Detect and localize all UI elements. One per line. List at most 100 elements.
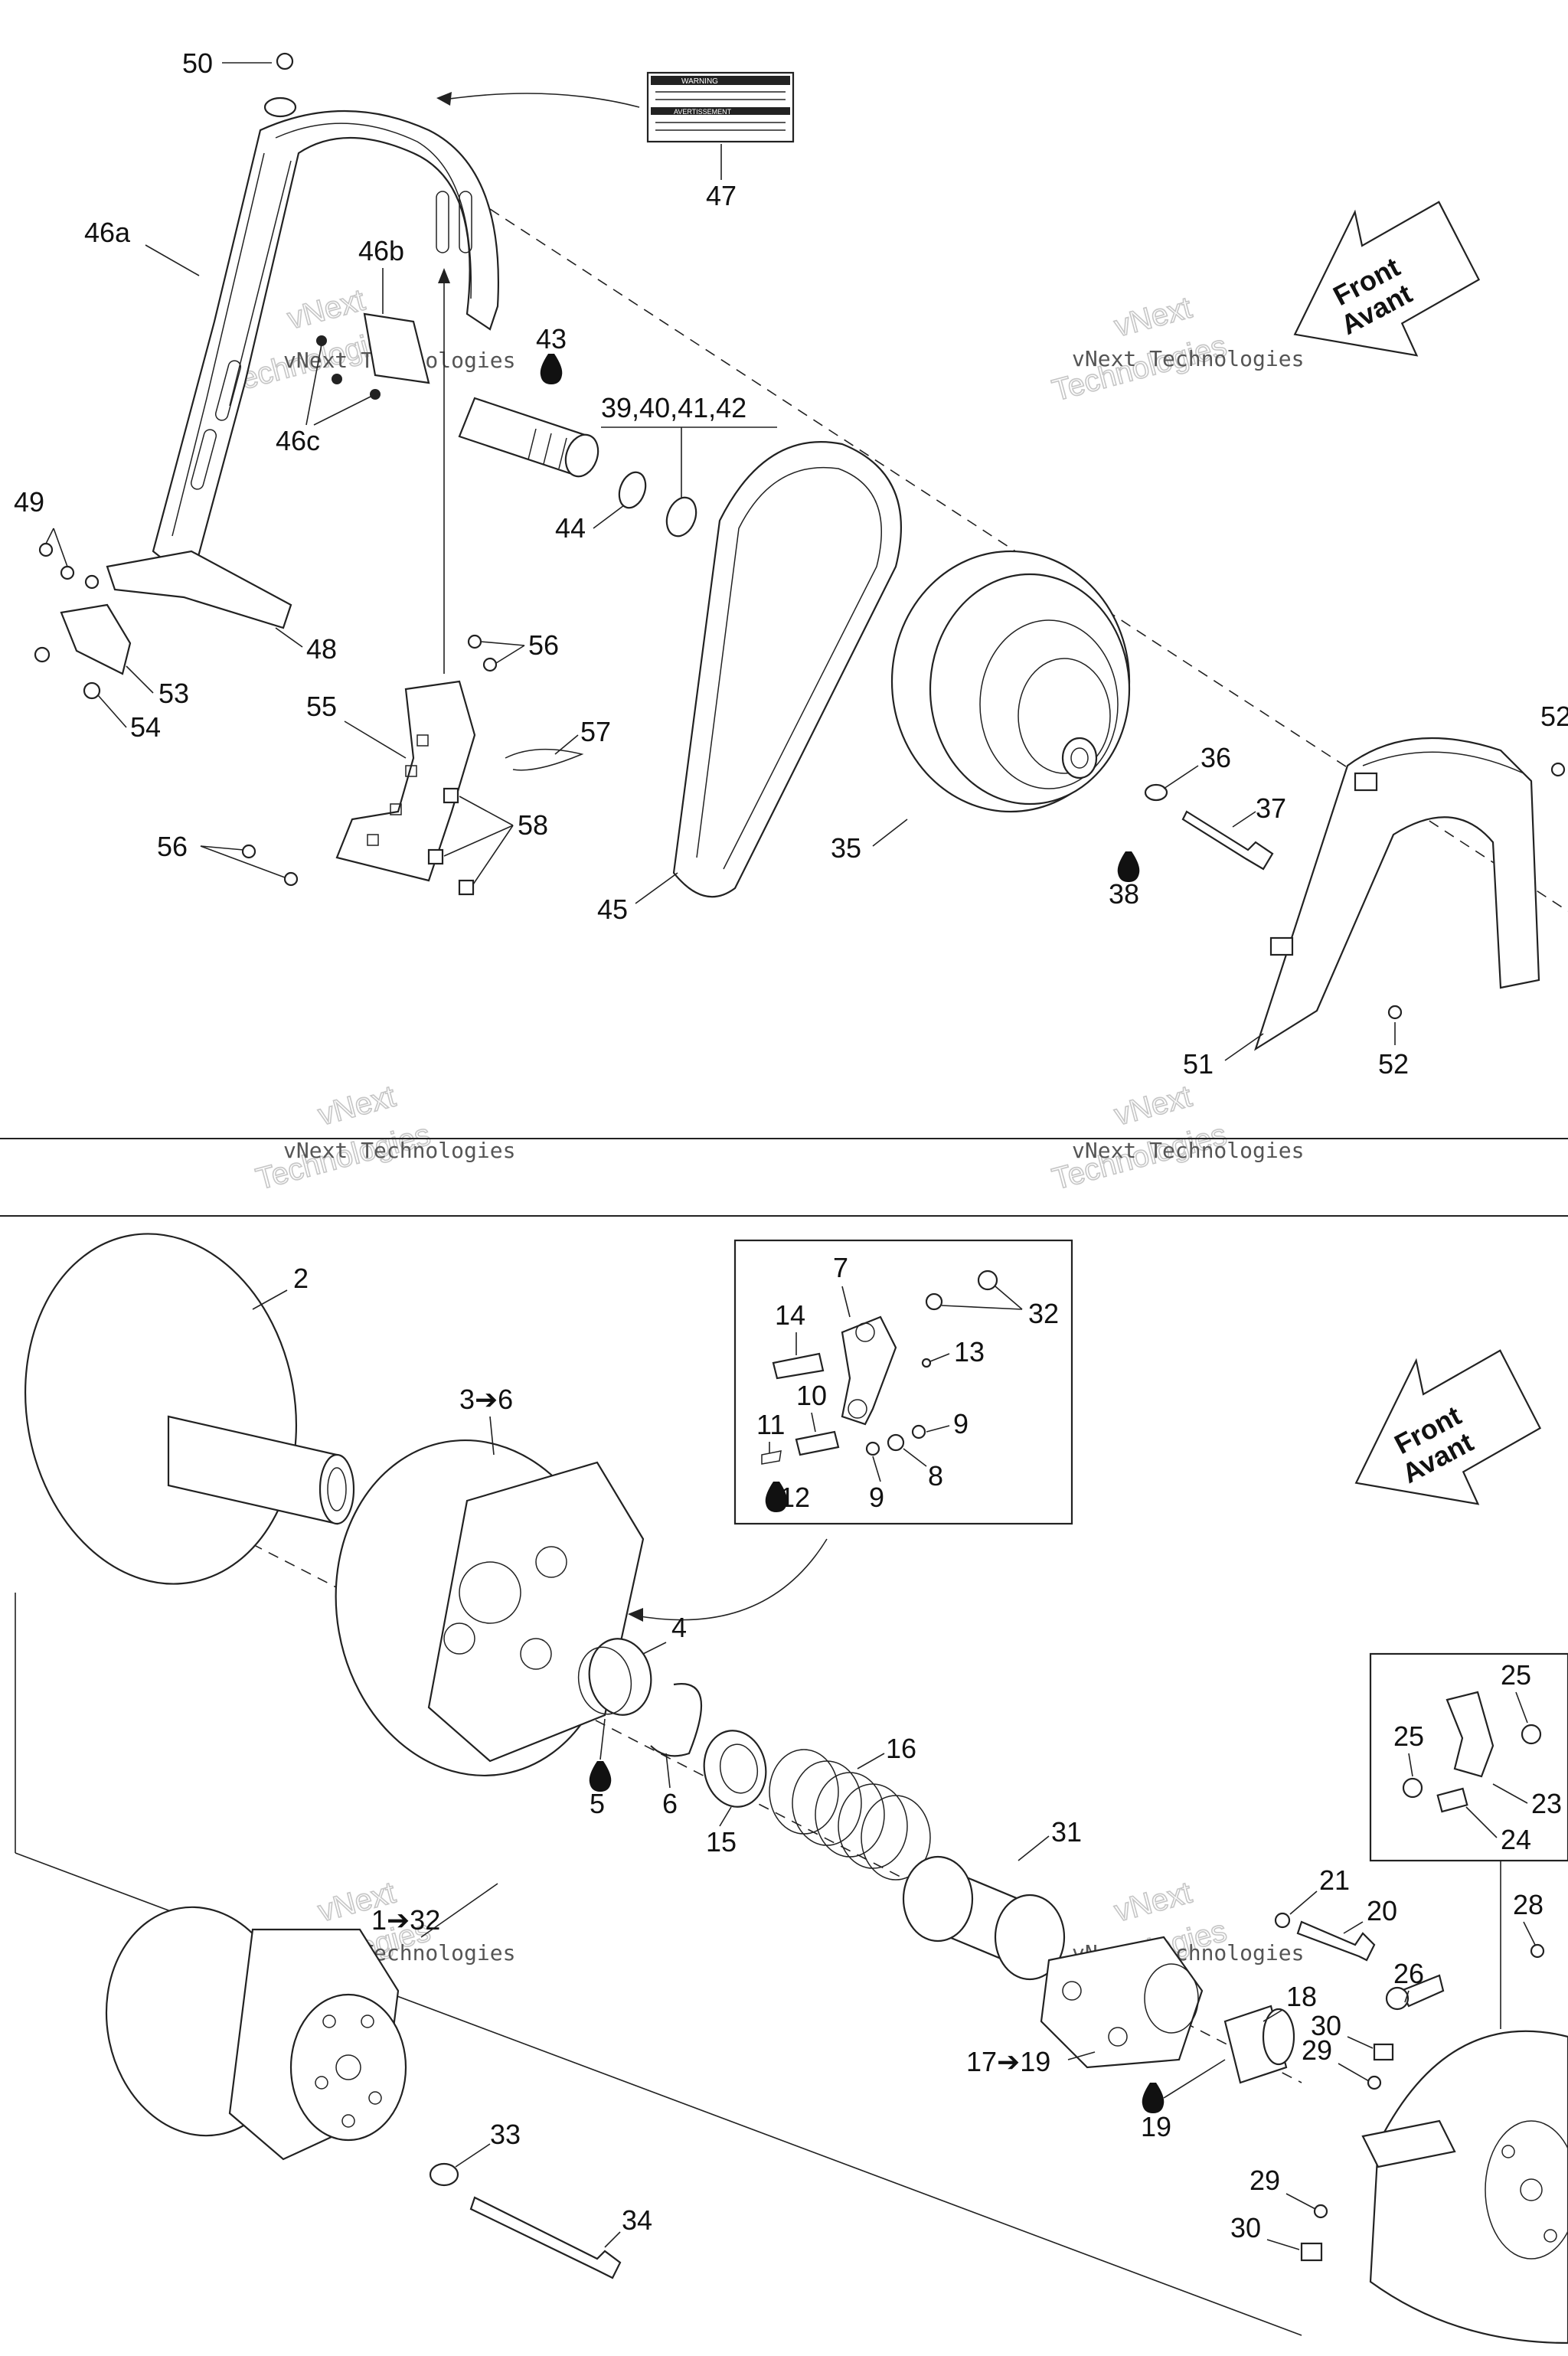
governor-cup	[1361, 2030, 1568, 2345]
detail-inset-box	[733, 1239, 1073, 1525]
pulley-bolt	[1181, 810, 1274, 871]
callout-label: 44	[555, 512, 586, 544]
rivet	[316, 335, 327, 346]
front-direction-arrow: Front Avant	[1293, 201, 1481, 357]
leader-line	[443, 93, 640, 108]
screw	[84, 574, 100, 590]
leader-line	[635, 1538, 828, 1621]
compression-spring	[769, 1749, 931, 1881]
callout-label: 46b	[358, 235, 404, 266]
callout-label: 43	[536, 323, 567, 355]
callout-label: 18	[1286, 1981, 1317, 2012]
screw	[283, 871, 299, 887]
callout-label: 46c	[276, 425, 320, 456]
cam-sleeve	[902, 1855, 1066, 1981]
fixed-sheave	[24, 1233, 355, 1585]
callout-label: 2	[293, 1263, 309, 1294]
washer-hole	[719, 1743, 759, 1794]
watermark-text: vNext	[315, 1080, 399, 1132]
detail-inset-box	[1369, 1652, 1568, 1862]
screw	[38, 542, 54, 557]
warning-label-sticker: WARNING AVERTISSEMENT	[646, 71, 795, 143]
hair-pin	[505, 748, 584, 771]
washer	[1274, 1912, 1291, 1929]
roller	[1300, 2242, 1323, 2262]
callout-label: 37	[1256, 792, 1286, 824]
screw	[467, 634, 482, 649]
callout-label: 32	[1028, 1298, 1059, 1329]
washer	[429, 2162, 459, 2187]
spacer-tube	[458, 397, 599, 478]
callout-label: 45	[597, 894, 628, 925]
screw	[34, 646, 51, 663]
watermark-text: vNext	[1111, 1876, 1195, 1929]
callout-label: 47	[706, 180, 737, 211]
arrow-head	[628, 1608, 643, 1622]
callout-label: 13	[954, 1336, 985, 1368]
callout-label: 39,40,41,42	[601, 392, 746, 423]
roller-arm-assembly	[761, 1269, 998, 1465]
watermark-caption: vNext Technologies	[1072, 1138, 1304, 1163]
callouts-top: 50 46a 46b 46c 43 39,40,41,42 44 49 48 5…	[14, 47, 1568, 1080]
small-bracket	[60, 603, 132, 675]
nut	[458, 879, 475, 896]
callout-label: 11	[756, 1409, 785, 1440]
callout-label: 5	[590, 1788, 605, 1819]
callout-label: 23	[1531, 1788, 1562, 1819]
bushing-ring	[618, 471, 647, 509]
callouts-bottom: 2 3➔6 7 14 32 13 10 11 12 9 9 8 4 5 6 15…	[252, 1252, 1562, 2250]
bushing	[588, 1638, 652, 1716]
callout-label: 38	[1109, 878, 1139, 910]
callout-label: 19	[1141, 2111, 1171, 2142]
guard-slot	[1354, 772, 1378, 792]
callout-label: 53	[158, 678, 189, 709]
callout-label: 15	[706, 1826, 737, 1858]
oil-drop-icon	[1117, 851, 1140, 882]
watermark-text: vNext	[284, 283, 368, 336]
callout-label: 26	[1393, 1958, 1424, 1989]
callout-label: 58	[518, 809, 548, 841]
washer	[83, 681, 101, 700]
belt-guard-frame	[106, 96, 499, 629]
oil-drop-icon	[1142, 2083, 1165, 2113]
nut	[443, 787, 459, 804]
bracket-plate	[363, 312, 430, 384]
callout-label: 14	[775, 1299, 805, 1331]
pin	[1521, 1724, 1542, 1745]
callout-label: 28	[1513, 1889, 1544, 1920]
roller-arm	[1446, 1691, 1494, 1778]
callout-label: 30	[1311, 2010, 1341, 2041]
guard-slot	[1269, 936, 1294, 956]
watermark-text: vNext	[1111, 1080, 1195, 1132]
rear-guard-cover	[1254, 737, 1540, 1051]
callout-label: 54	[130, 711, 161, 743]
drive-belt	[672, 441, 902, 898]
callout-label: 56	[157, 831, 188, 862]
callout-label: 57	[580, 716, 611, 747]
callout-label: 10	[796, 1380, 827, 1411]
callout-label: 25	[1393, 1720, 1424, 1752]
arrow-head	[436, 92, 452, 106]
callout-label: 3➔6	[459, 1384, 513, 1415]
movable-sheave	[335, 1439, 645, 1777]
washer	[1367, 2075, 1382, 2090]
bushing-end	[1262, 2008, 1295, 2066]
washer	[1313, 2204, 1328, 2219]
callout-label: 36	[1200, 742, 1231, 773]
spider-assembly	[1040, 1936, 1204, 2069]
callout-label: 20	[1367, 1895, 1397, 1926]
callout-label: 9	[953, 1408, 969, 1439]
callout-label: 31	[1051, 1816, 1082, 1848]
screw	[482, 657, 498, 672]
callout-label: 30	[1230, 2212, 1261, 2243]
callout-label: 25	[1501, 1659, 1531, 1691]
callout-label: 49	[14, 486, 44, 518]
callout-label: 9	[869, 1482, 884, 1513]
callout-label: 50	[182, 47, 213, 79]
driven-pulley	[890, 550, 1131, 813]
sticker-title: AVERTISSEMENT	[674, 108, 732, 116]
callout-label: 46a	[84, 217, 131, 248]
sticker-title: WARNING	[681, 77, 718, 86]
watermark-text: vNext	[1111, 291, 1195, 344]
